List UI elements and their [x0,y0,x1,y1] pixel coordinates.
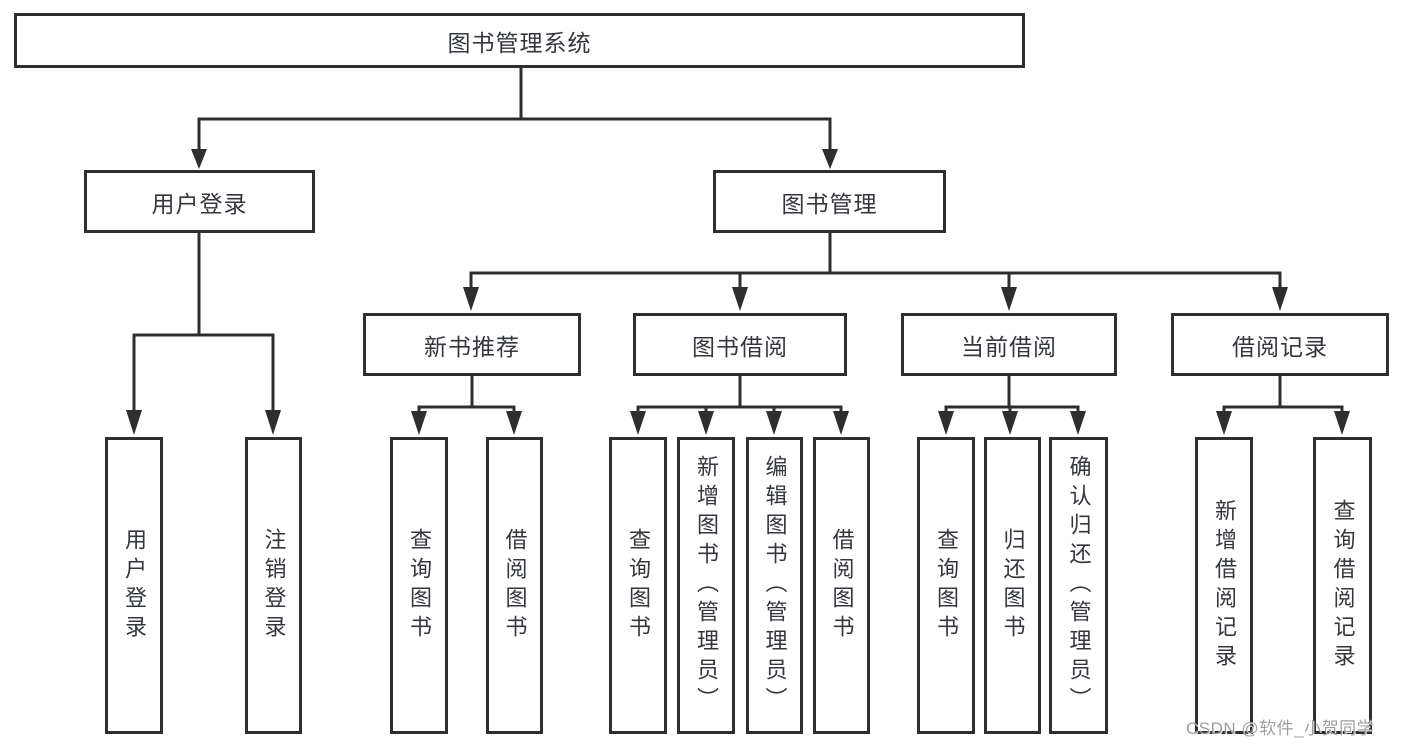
arrow-down-icon [1070,411,1086,435]
node-label: 借阅记录 [1232,333,1328,360]
connector-level1-split [197,117,832,151]
node-user-login-branch: 用户登录 [84,170,315,233]
arrow-down-icon [1002,411,1018,435]
csdn-watermark: CSDN @软件_小贺同学 [1186,719,1375,738]
connector-current-split [944,405,1080,412]
arrow-down-icon [698,411,714,435]
arrow-down-icon [822,149,838,169]
node-label: 图书管理系统 [447,29,592,56]
leaf-borrow-books: 借阅图书 [813,437,870,734]
leaf-user-login: 用户登录 [105,437,163,734]
connector-user-login-split [132,333,275,412]
arrow-down-icon [766,411,782,435]
node-book-borrowing: 图书借阅 [633,313,847,376]
node-library-management-system: 图书管理系统 [14,13,1025,68]
connector-borrow-split [636,405,843,412]
node-label: 用户登录 [122,527,147,644]
node-label: 新书推荐 [424,333,520,360]
node-label: 查询图书 [626,527,651,644]
leaf-current-query-books: 查询图书 [917,437,975,734]
node-label: 借阅图书 [502,527,528,644]
arrow-down-icon [463,287,479,311]
node-borrowing-records: 借阅记录 [1171,313,1389,376]
arrow-down-icon [126,410,142,435]
connector-strokes [132,68,1344,412]
node-label: 用户登录 [151,190,248,217]
node-current-borrowing: 当前借阅 [901,313,1117,376]
node-label: 查询图书 [934,527,959,644]
arrow-down-icon [833,411,849,435]
arrowhead-icons [126,149,1350,435]
leaf-add-borrow-record: 新增借阅记录 [1195,437,1253,734]
leaf-recommend-borrow-books: 借阅图书 [486,437,543,734]
node-label: 查询借阅记录 [1330,498,1356,673]
leaf-recommend-query-books: 查询图书 [390,437,448,734]
node-label: 图书管理 [781,190,878,217]
node-new-book-recommend: 新书推荐 [363,313,581,376]
leaf-return-books: 归还图书 [984,437,1041,734]
arrow-down-icon [1216,411,1232,435]
arrow-down-icon [191,149,207,169]
connector-level2-split [469,271,1282,289]
leaf-logout: 注销登录 [245,437,302,734]
arrow-down-icon [1334,411,1350,435]
connector-recommend-split [417,405,516,412]
leaf-edit-books-admin: 编辑图书（管理员） [746,437,803,734]
node-label: 新增图书（管理员） [694,455,719,716]
connector-records-split [1222,405,1344,412]
arrow-down-icon [506,411,522,435]
node-label: 借阅图书 [829,527,855,644]
leaf-borrow-query-books: 查询图书 [609,437,667,734]
node-label: 归还图书 [1000,527,1026,644]
arrow-down-icon [732,287,748,311]
node-book-management: 图书管理 [713,170,946,233]
arrow-down-icon [938,411,954,435]
node-label: 注销登录 [261,527,287,644]
node-label: 编辑图书（管理员） [762,455,788,716]
leaf-add-books-admin: 新增图书（管理员） [677,437,735,734]
leaf-query-borrow-record: 查询借阅记录 [1313,437,1372,734]
arrow-down-icon [1272,287,1288,311]
leaf-confirm-return-admin: 确认归还（管理员） [1049,437,1108,734]
node-label: 确认归还（管理员） [1066,455,1092,716]
arrow-down-icon [1001,287,1017,311]
arrow-down-icon [265,410,281,435]
arrow-down-icon [411,411,427,435]
node-label: 查询图书 [407,527,432,644]
node-label: 当前借阅 [961,333,1057,360]
node-label: 图书借阅 [692,333,788,360]
node-label: 新增借阅记录 [1212,498,1237,673]
arrow-down-icon [630,411,646,435]
